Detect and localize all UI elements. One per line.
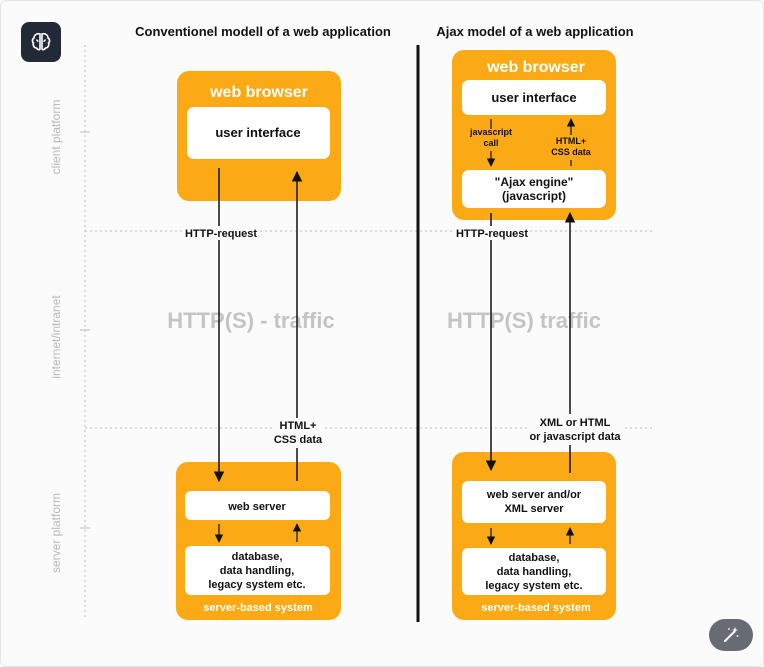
right-browser-title: web browser xyxy=(486,59,585,76)
right-database-line-3: legacy system etc. xyxy=(485,580,582,592)
left-database-line-1: database, xyxy=(232,551,283,563)
left-database-line-3: legacy system etc. xyxy=(208,579,305,591)
right-user-interface-box xyxy=(462,80,606,115)
right-title: Ajax model of a web application xyxy=(436,24,633,39)
right-user-interface: user interface xyxy=(491,90,576,105)
side-label-internet: internet/intranet xyxy=(49,295,63,379)
right-ajax-engine-line-2: (javascript) xyxy=(502,189,566,203)
left-web-server-box xyxy=(185,491,330,520)
right-server-system-label: server-based system xyxy=(481,602,591,614)
right-http-request-label: HTTP-request xyxy=(456,228,528,240)
right-database-box xyxy=(462,548,606,595)
left-response-line-1: HTML+ xyxy=(280,420,317,432)
right-server-system: web server and/or XML server database, d… xyxy=(452,452,616,620)
magic-wand-icon xyxy=(724,627,739,642)
left-database-box xyxy=(185,546,330,595)
right-web-browser: web browser user interface "Ajax engine"… xyxy=(452,50,616,220)
right-js-call-line-1: javascript xyxy=(469,127,512,137)
left-http-request-label: HTTP-request xyxy=(185,228,257,240)
right-response-line-1: XML or HTML xyxy=(540,417,611,429)
brain-icon xyxy=(31,32,51,51)
right-response-line-2: or javascript data xyxy=(529,431,621,443)
right-database-line-2: data handling, xyxy=(497,566,572,578)
left-server-system-label: server-based system xyxy=(203,602,313,614)
side-label-client: client platform xyxy=(49,100,63,175)
right-web-server-box xyxy=(462,481,606,523)
right-ajax-engine-box xyxy=(462,170,606,208)
right-ajax-engine-line-1: "Ajax engine" xyxy=(495,175,574,189)
left-web-server: web server xyxy=(227,501,286,513)
brain-icon-button[interactable] xyxy=(21,22,61,62)
side-label-server: server platform xyxy=(49,493,63,573)
right-database-line-1: database, xyxy=(509,552,560,564)
left-title: Conventionel modell of a web application xyxy=(135,24,391,39)
left-traffic-label: HTTP(S) - traffic xyxy=(167,308,334,333)
magic-wand-button[interactable] xyxy=(709,619,753,651)
right-web-server-line-2: XML server xyxy=(504,503,564,515)
left-database-line-2: data handling, xyxy=(220,565,295,577)
right-js-call-line-2: call xyxy=(483,138,498,148)
left-browser-title: web browser xyxy=(209,84,308,101)
right-html-css-line-2: CSS data xyxy=(551,147,592,157)
left-user-interface: user interface xyxy=(215,125,300,140)
left-web-browser: web browser user interface xyxy=(177,71,341,201)
right-web-server-line-1: web server and/or xyxy=(486,489,582,501)
right-traffic-label: HTTP(S) traffic xyxy=(447,308,601,333)
left-user-interface-box xyxy=(187,107,330,159)
right-html-css-line-1: HTML+ xyxy=(556,136,586,146)
left-server-system: web server database, data handling, lega… xyxy=(176,462,341,620)
left-response-line-2: CSS data xyxy=(274,434,323,446)
